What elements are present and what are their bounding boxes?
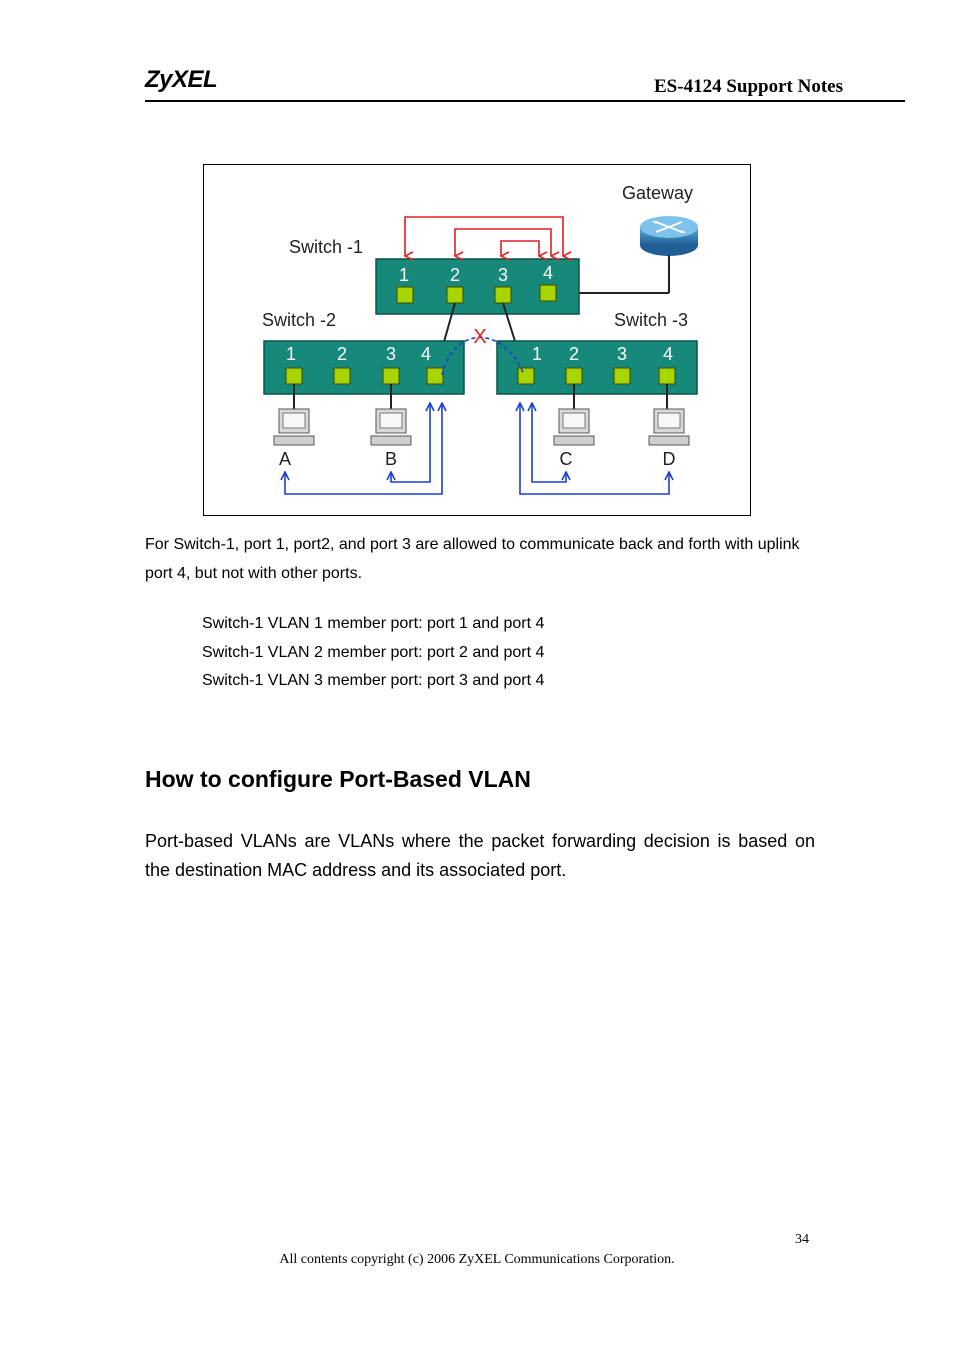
switch3-port-label: 4 — [663, 344, 673, 364]
switch1-port-1 — [396, 286, 414, 304]
host-label-b: B — [385, 449, 397, 469]
copyright-footer: All contents copyright (c) 2006 ZyXEL Co… — [279, 1252, 675, 1267]
switch1-port-4 — [539, 284, 557, 302]
switch2-port-label: 2 — [337, 344, 347, 364]
gateway-label: Gateway — [622, 183, 693, 203]
vlan-member-line: Switch-1 VLAN 2 member port: port 2 and … — [202, 643, 545, 661]
vlan-topology-diagram: Gateway Switch -1 1 2 3 4 — [203, 164, 751, 516]
blocked-x-mark: X — [473, 326, 486, 348]
switch2-port-label: 4 — [421, 344, 431, 364]
host-pc-icon — [553, 408, 595, 446]
switch1-port-label: 3 — [498, 265, 508, 285]
switch3-port-4 — [658, 367, 676, 385]
switch1-port-label: 1 — [399, 265, 409, 285]
switch3-label: Switch -3 — [614, 310, 688, 330]
switch1-vlan-paths — [405, 216, 563, 256]
gateway-router-icon — [640, 216, 698, 256]
description-paragraph: Port-based VLANs are VLANs where the pac… — [145, 831, 815, 880]
section-heading: How to configure Port-Based VLAN — [145, 766, 531, 792]
vlan-member-line: Switch-1 VLAN 3 member port: port 3 and … — [202, 672, 545, 689]
switch2: 1 2 3 4 — [263, 340, 465, 395]
switch2-label: Switch -2 — [262, 310, 336, 330]
switch1-port-label: 2 — [450, 265, 460, 285]
vlan-member-list: Switch-1 VLAN 1 member port: port 1 and … — [202, 610, 544, 696]
switch2-port-2 — [333, 367, 351, 385]
switch3-port-label: 1 — [532, 344, 542, 364]
host-label-d: D — [663, 449, 676, 469]
switch3-port-1 — [517, 367, 535, 385]
document-title: ES-4124 Support Notes — [654, 76, 843, 97]
switch3-port-label: 2 — [569, 344, 579, 364]
switch1: 1 2 3 4 — [375, 258, 580, 315]
switch2-port-3 — [382, 367, 400, 385]
blocked-path — [441, 336, 525, 376]
host-label-a: A — [279, 449, 291, 469]
host-pc-icon — [648, 408, 690, 446]
switch3-port-label: 3 — [617, 344, 627, 364]
vlan-member-line: Switch-1 VLAN 1 member port: port 1 and … — [202, 615, 545, 632]
switch1-port-3 — [494, 286, 512, 304]
host-pc-icon — [370, 408, 412, 446]
switch2-port-4 — [426, 367, 444, 385]
host-pc-icon — [273, 408, 315, 446]
switch1-label: Switch -1 — [289, 237, 363, 257]
switch3: 1 2 3 4 — [496, 340, 698, 395]
switch2-port-label: 1 — [286, 344, 296, 364]
host-label-c: C — [560, 449, 573, 469]
switch2-port-1 — [285, 367, 303, 385]
switch1-port-2 — [446, 286, 464, 304]
page-number: 34 — [795, 1232, 809, 1247]
host-vlan-paths — [285, 403, 669, 495]
zyxel-logo: ZyXEL — [145, 66, 218, 93]
header-divider — [145, 100, 905, 102]
intro-paragraph: For Switch-1, port 1, port2, and port 3 … — [145, 536, 800, 582]
diagram-canvas: Gateway Switch -1 1 2 3 4 — [262, 183, 698, 495]
switch1-port-label: 4 — [543, 263, 553, 283]
switch3-port-2 — [565, 367, 583, 385]
switch2-port-label: 3 — [386, 344, 396, 364]
switch3-port-3 — [613, 367, 631, 385]
